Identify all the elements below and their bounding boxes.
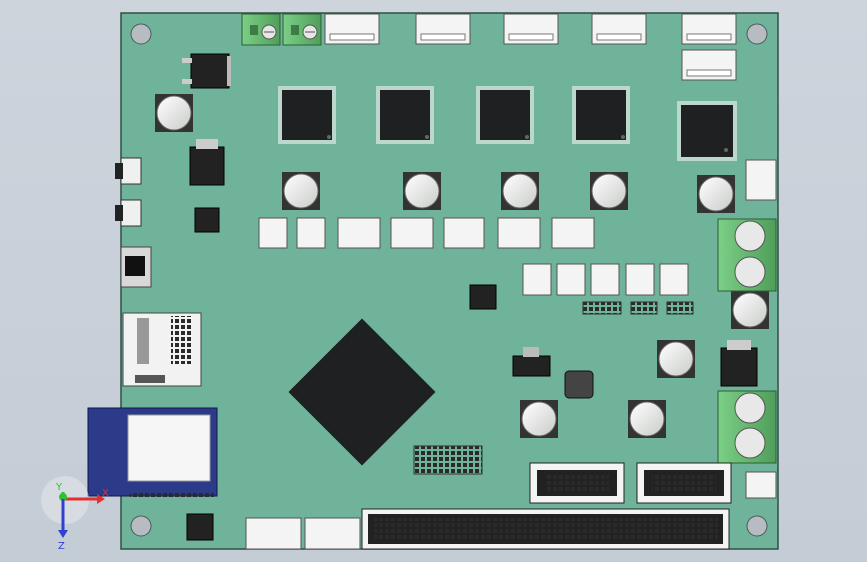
connector-mid-6	[497, 217, 541, 249]
tact-switch-2	[115, 199, 142, 227]
terminal-right-2	[717, 390, 777, 464]
driver-chip-3	[476, 86, 534, 144]
connector-top-2	[415, 13, 471, 45]
connector-top-4	[591, 13, 647, 45]
main-mcu[interactable]	[288, 318, 436, 466]
top-connectors[interactable]	[324, 13, 737, 81]
small-ic-center	[469, 284, 497, 310]
driver-chip-4	[572, 86, 630, 144]
driver-chip-2	[376, 86, 434, 144]
connector-top-3	[503, 13, 559, 45]
connector-small-1	[522, 263, 552, 296]
small-ic-left	[194, 207, 220, 233]
connector-small-4	[625, 263, 655, 296]
usb-port	[120, 246, 152, 288]
capacitor-row-3	[501, 172, 539, 210]
coordinate-triad: X Y Z	[41, 476, 109, 552]
mid-connectors[interactable]	[258, 159, 777, 499]
connector-mid-3	[337, 217, 381, 249]
voltage-regulator-top[interactable]	[182, 53, 231, 89]
left-components[interactable]	[115, 139, 225, 387]
box-header-2	[636, 462, 732, 504]
regulator-right	[720, 347, 758, 387]
driver-chip-1	[278, 86, 336, 144]
pin-header-center[interactable]	[413, 445, 483, 475]
mount-hole-tr	[746, 23, 768, 45]
terminal-right-1	[717, 218, 777, 292]
connector-right-side-1	[745, 159, 777, 201]
capacitor-row-4	[590, 172, 628, 210]
triad-x-label: X	[102, 488, 109, 499]
capacitor-mid-3	[628, 400, 666, 438]
bottom-connectors[interactable]	[245, 517, 361, 550]
capacitor-mid-2	[520, 400, 558, 438]
capacitor-right-1	[697, 175, 735, 213]
driver-chip-5	[677, 101, 737, 161]
connector-small-2	[556, 263, 586, 296]
connector-small-3	[590, 263, 620, 296]
right-screw-terminals[interactable]	[717, 218, 777, 464]
mount-hole-br	[746, 515, 768, 537]
expansion-header	[361, 508, 730, 550]
connector-mid-4	[390, 217, 434, 249]
driver-chips[interactable]	[278, 86, 737, 161]
triad-y-label: Y	[55, 482, 63, 493]
mounting-holes	[130, 23, 768, 537]
capacitor-left-top	[155, 94, 193, 132]
capacitors[interactable]	[155, 94, 769, 438]
small-ics[interactable]	[186, 284, 758, 541]
wifi-module[interactable]	[87, 407, 218, 498]
inductor	[564, 370, 594, 399]
connector-mid-2	[296, 217, 326, 249]
mount-hole-bl	[130, 515, 152, 537]
sd-card-slot	[122, 312, 202, 387]
connector-bottom-2	[304, 517, 361, 550]
connector-mid-1	[258, 217, 288, 249]
connector-top-6	[681, 49, 737, 81]
capacitor-row-2	[403, 172, 441, 210]
regulator-left	[189, 146, 225, 186]
connector-bottom-1	[245, 517, 302, 550]
connector-mid-7	[551, 217, 595, 249]
connector-small-5	[659, 263, 689, 296]
regulator-center	[512, 355, 551, 377]
capacitor-row-1	[282, 172, 320, 210]
mount-hole-tl	[130, 23, 152, 45]
tact-switch-1	[115, 157, 142, 185]
connector-top-5	[681, 13, 737, 45]
triad-z-label: Z	[58, 541, 65, 552]
small-ic-bottom	[186, 513, 214, 541]
box-header-1	[529, 462, 625, 504]
capacitor-mid-1	[657, 340, 695, 378]
top-screw-terminal[interactable]	[241, 13, 322, 46]
connector-mid-5	[443, 217, 485, 249]
capacitor-right-2	[731, 291, 769, 329]
box-headers[interactable]	[361, 462, 732, 550]
jumper-headers[interactable]	[582, 301, 694, 315]
connector-right-side-2	[745, 471, 777, 499]
connector-top-1	[324, 13, 380, 45]
